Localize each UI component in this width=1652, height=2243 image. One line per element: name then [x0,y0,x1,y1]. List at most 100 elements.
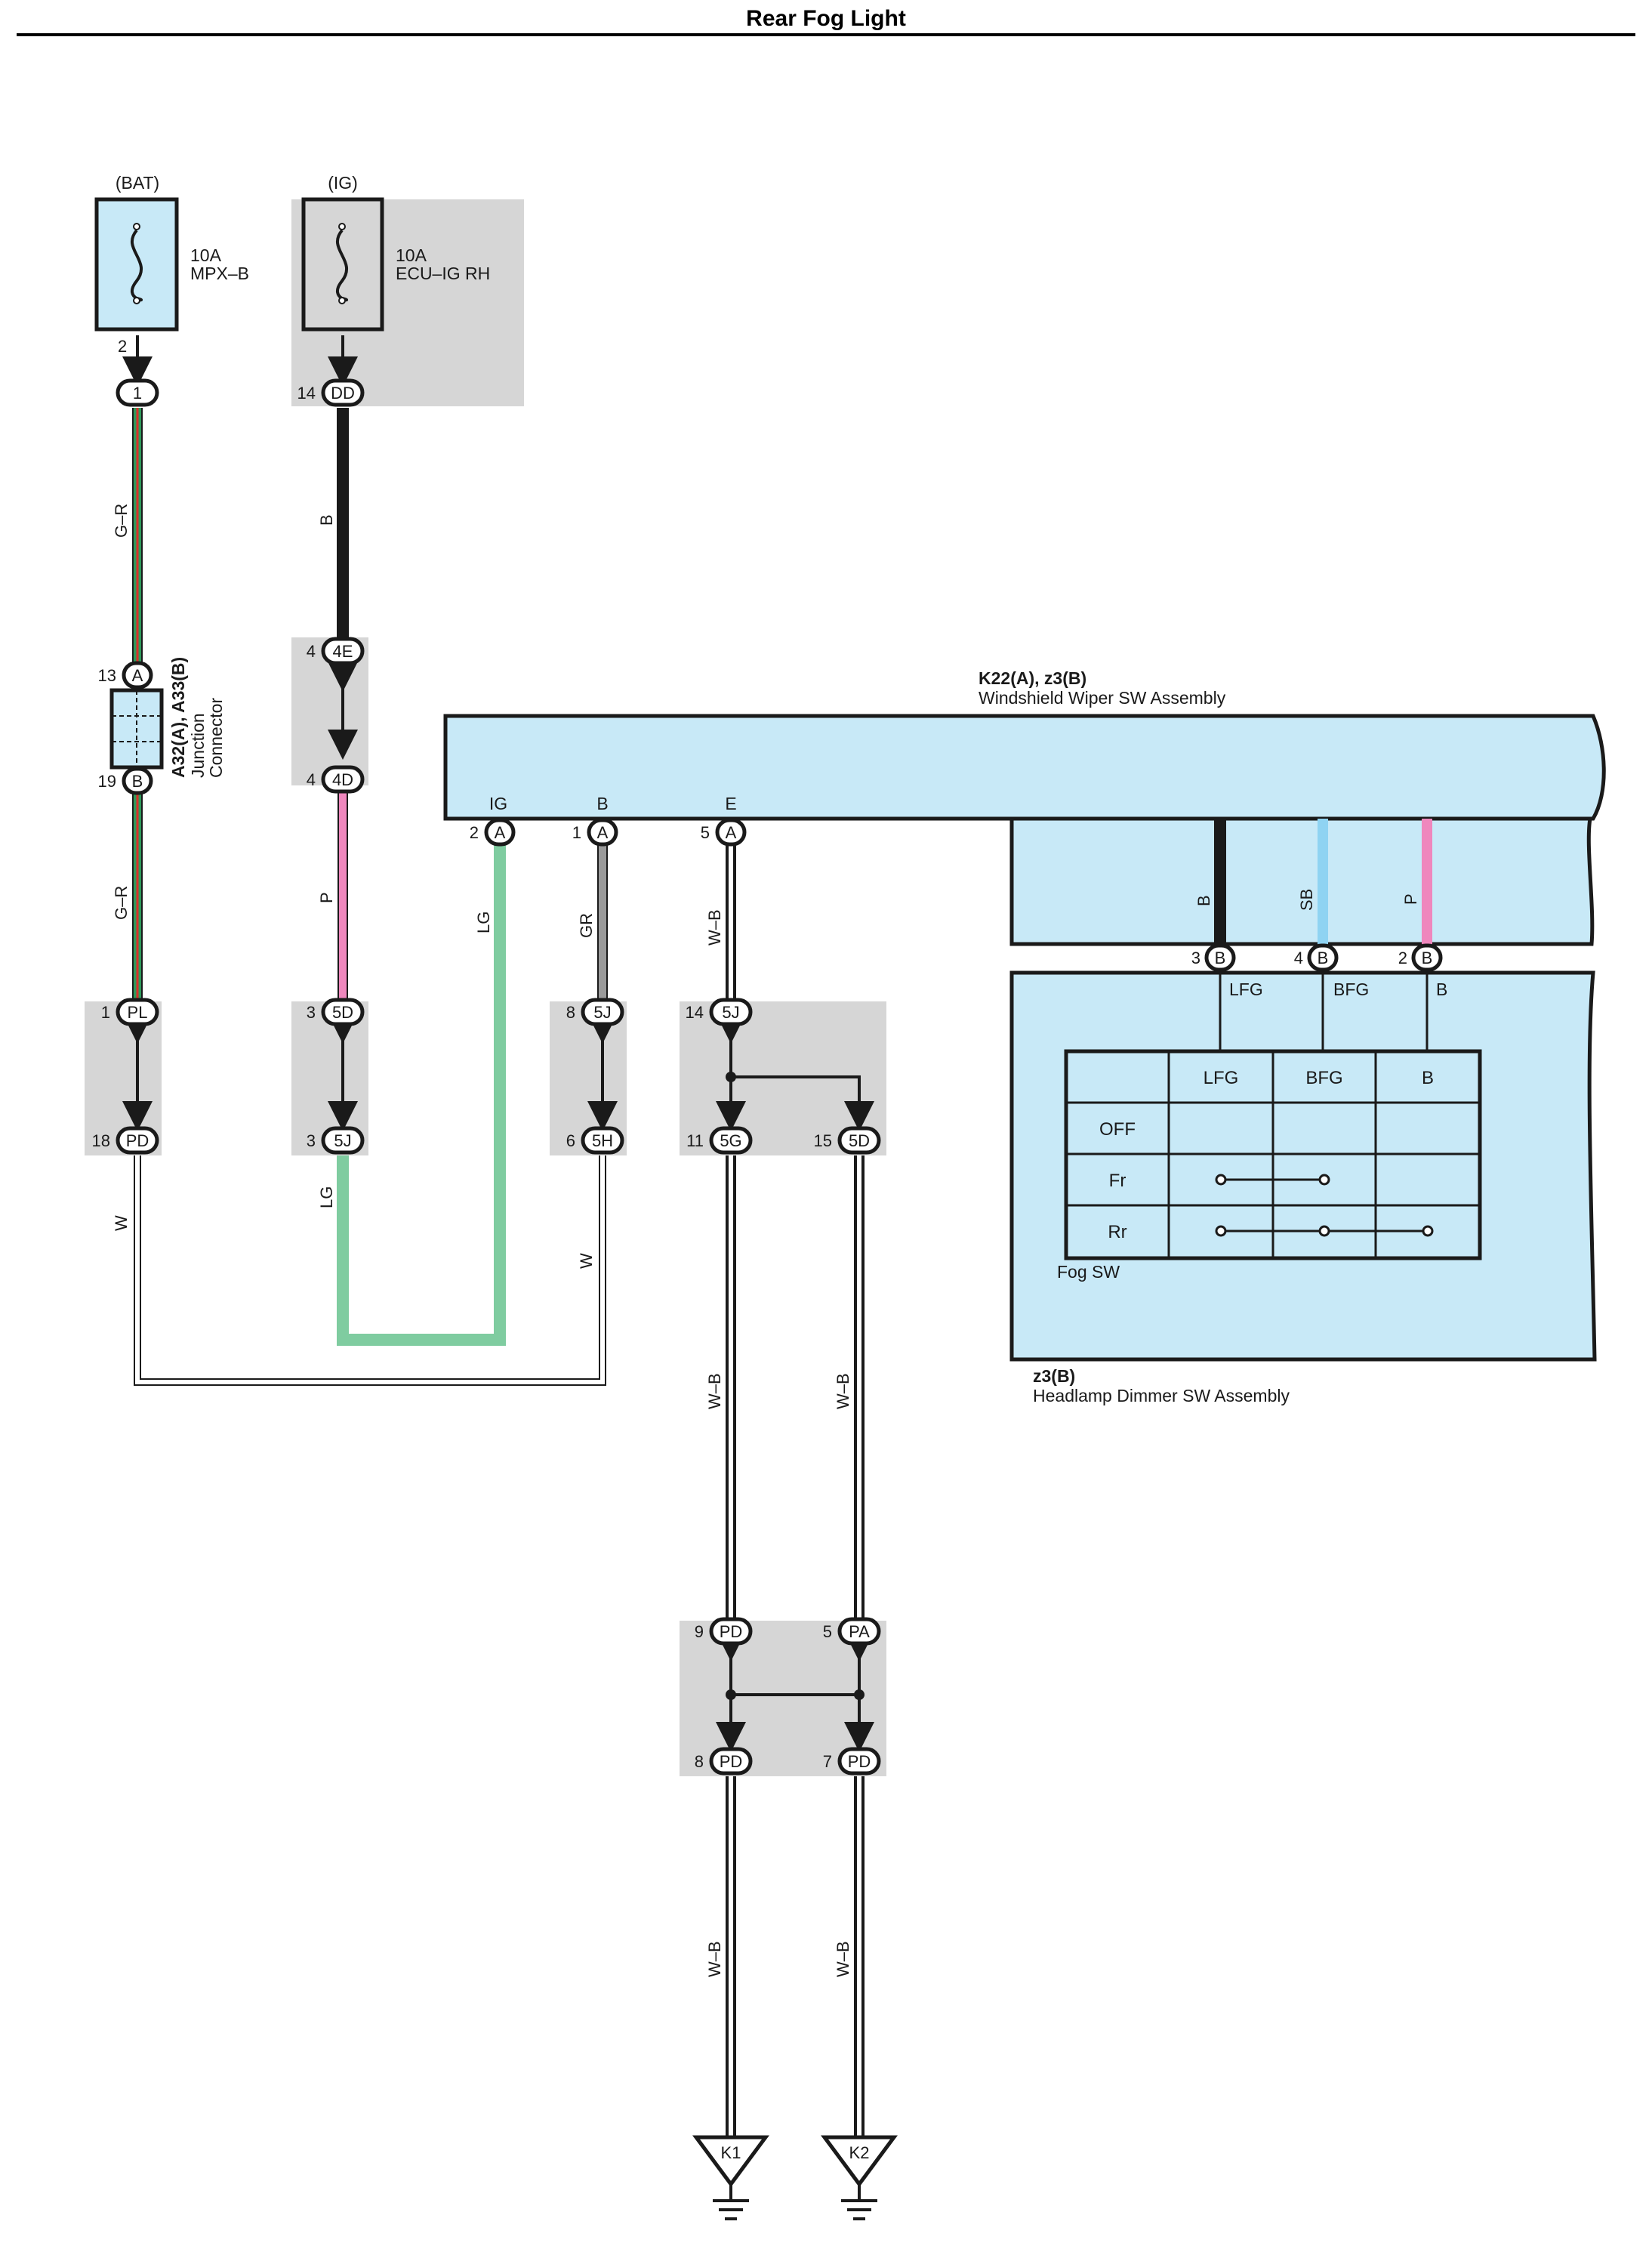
svg-text:SB: SB [1297,889,1316,911]
svg-text:5H: 5H [592,1131,613,1150]
svg-text:14: 14 [297,384,316,403]
svg-text:W–B: W–B [705,1373,724,1409]
conn-pl: PL 1 [101,998,159,1026]
svg-text:W–B: W–B [834,1941,852,1977]
conn-wiper-ig: A 2 [470,818,516,847]
fuse-icon [335,229,349,302]
svg-text:1: 1 [572,823,581,842]
shaded-areas [85,199,886,1776]
term-b: B [596,794,608,813]
svg-text:W–B: W–B [834,1373,852,1409]
fuse-icon [130,229,143,302]
conn-4d: 4D 4 [307,765,365,794]
svg-text:11: 11 [686,1131,704,1150]
svg-text:PD: PD [720,1752,743,1771]
wiper-sw-assembly: K22(A), z3(B) Windshield Wiper SW Assemb… [443,668,1606,946]
dimmer-sw-id: z3(B) [1033,1366,1075,1386]
svg-text:19: 19 [98,772,116,791]
svg-text:K1: K1 [721,2143,741,2162]
svg-text:PD: PD [848,1752,871,1771]
svg-text:13: 13 [98,666,116,685]
svg-text:8: 8 [695,1752,704,1771]
connector-links [122,335,874,1752]
svg-text:4: 4 [307,770,316,789]
svg-text:PD: PD [720,1622,743,1641]
svg-text:2: 2 [1398,949,1407,967]
svg-text:G–R: G–R [112,504,131,538]
fuse-ig-name: ECU–IG RH [396,264,490,283]
svg-text:B: B [132,772,143,791]
svg-text:3: 3 [307,1003,316,1022]
svg-text:B: B [1194,895,1213,906]
svg-text:4: 4 [1294,949,1303,967]
fog-table-header-bfg: BFG [1305,1068,1342,1088]
conn-dd: DD 14 [297,378,365,407]
svg-text:5: 5 [701,823,710,842]
svg-text:W–B: W–B [705,1941,724,1977]
page-title: Rear Fog Light [746,6,906,31]
svg-text:3: 3 [307,1131,316,1150]
svg-text:W: W [577,1253,596,1269]
svg-text:18: 18 [92,1131,110,1150]
svg-text:PL: PL [128,1003,148,1022]
fog-table-row-fr: Fr [1109,1171,1127,1191]
svg-text:5J: 5J [722,1003,739,1022]
svg-text:5G: 5G [720,1131,741,1150]
conn-pd-8: PD 8 [695,1747,753,1776]
junction-name1: Junction [188,713,208,778]
svg-text:B: B [317,514,336,526]
svg-text:9: 9 [695,1622,704,1641]
term-ig: IG [489,794,507,813]
ground-k2: K2 [821,2135,898,2220]
svg-text:5J: 5J [593,1003,611,1022]
wire-labels: G–R G–R B P LG LG GR W–B W W W–B W–B W–B… [112,504,1420,1977]
conn-pd18: PD 18 [92,1126,159,1155]
conn-4e: 4E 4 [307,637,365,665]
svg-text:A: A [495,823,506,842]
svg-text:A: A [597,823,609,842]
svg-text:B: B [1422,949,1433,967]
fuse-bat-amp: 10A [190,245,222,265]
svg-text:A: A [726,823,737,842]
svg-text:4D: 4D [332,770,353,789]
conn-wiper-e: A 5 [701,818,747,847]
fog-table-caption: Fog SW [1057,1262,1120,1282]
svg-text:PD: PD [126,1131,149,1150]
dimmer-sw-name: Headlamp Dimmer SW Assembly [1033,1386,1290,1405]
svg-text:5D: 5D [332,1003,353,1022]
junction-name2: Connector [206,698,226,778]
conn-ja: A 13 [98,661,153,690]
conn-dimmer-lfg: B 3 [1191,943,1236,972]
svg-text:1: 1 [101,1003,110,1022]
svg-text:5: 5 [823,1622,832,1641]
title-rule [17,33,1635,36]
conn-5j-14: 5J 14 [686,998,753,1026]
svg-text:P: P [1401,893,1420,905]
connector-pins: 1 DD 14 A 13 B 19 4E 4 4D 4 [92,378,1443,1776]
svg-text:LG: LG [474,912,493,933]
junction-id: A32(A), A33(B) [168,657,188,778]
svg-text:4E: 4E [333,642,353,661]
wires [132,408,865,2137]
svg-text:PA: PA [849,1622,870,1641]
conn-5g: 5G 11 [686,1126,753,1155]
wiper-sw-id: K22(A), z3(B) [979,668,1086,688]
svg-text:LG: LG [317,1186,336,1208]
svg-text:3: 3 [1191,949,1200,967]
svg-text:14: 14 [686,1003,704,1022]
term-lfg: LFG [1229,980,1263,999]
wiper-sw-name: Windshield Wiper SW Assembly [979,688,1226,708]
fuse-bat-source: (BAT) [116,173,159,193]
svg-text:DD: DD [331,384,355,403]
fuse-ig-source: (IG) [328,173,358,193]
svg-text:K2: K2 [849,2143,870,2162]
junction-dots [726,1072,865,1700]
conn-5d-15: 5D 15 [814,1126,881,1155]
ground-k1: K1 [692,2135,769,2220]
fog-table-header-b: B [1422,1068,1434,1088]
svg-text:W–B: W–B [705,909,724,946]
svg-text:2: 2 [470,823,479,842]
term-bterm: B [1436,980,1447,999]
fuse-ig-amp: 10A [396,245,427,265]
